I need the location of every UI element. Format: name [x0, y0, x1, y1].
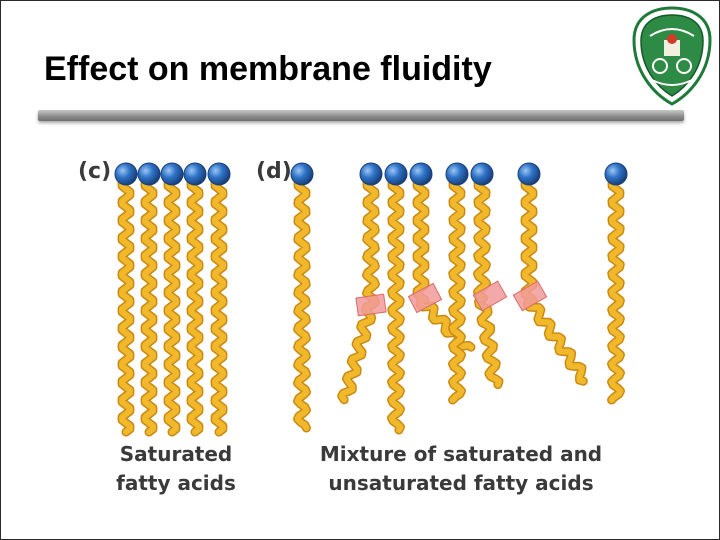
- slide-title: Effect on membrane fluidity: [44, 50, 492, 88]
- polar-head-d4: [409, 162, 433, 186]
- fatty-acid-tail-c2: [142, 177, 156, 435]
- fatty-acid-tail-c4: [188, 177, 202, 435]
- polar-head-c1: [114, 162, 138, 186]
- polar-head-d1: [290, 162, 314, 186]
- double-bond-kink-2: [407, 282, 443, 314]
- university-seal-icon: [632, 6, 712, 106]
- fatty-acid-tail-c1: [119, 177, 133, 435]
- caption-mixture-line1: Mixture of saturated and: [320, 442, 602, 466]
- panel-label-c: (c): [78, 159, 111, 184]
- double-bond-kinks: [355, 280, 548, 317]
- polar-head-d5: [445, 162, 469, 186]
- polar-head-c5: [207, 162, 231, 186]
- caption-mixture-line2: unsaturated fatty acids: [328, 471, 593, 495]
- polar-head-d8: [604, 162, 628, 186]
- fatty-acid-tail-c3: [165, 177, 179, 435]
- fatty-acid-tail-d6: [474, 177, 502, 388]
- double-bond-kink-1: [355, 293, 387, 317]
- polar-head-c4: [183, 162, 207, 186]
- fatty-acid-tail-d4: [414, 177, 474, 351]
- fatty-acid-chains: [117, 175, 625, 437]
- fatty-acid-tail-d3: [388, 177, 404, 433]
- double-bond-kink-4: [512, 280, 548, 312]
- phospholipid-heads: [114, 162, 628, 186]
- polar-head-c3: [160, 162, 184, 186]
- panel-label-d: (d): [256, 159, 292, 184]
- fatty-acid-tail-c5: [212, 177, 226, 435]
- double-bond-kink-3: [472, 280, 508, 312]
- caption-saturated-line2: fatty acids: [116, 471, 236, 495]
- polar-head-d3: [384, 162, 408, 186]
- polar-head-d2: [359, 162, 383, 186]
- polar-head-d6: [470, 162, 494, 186]
- fatty-acid-tail-d5: [449, 177, 465, 403]
- polar-head-c2: [137, 162, 161, 186]
- fatty-acid-tail-d8: [608, 177, 624, 403]
- fatty-acid-tail-d1: [294, 177, 310, 431]
- polar-head-d7: [517, 162, 541, 186]
- caption-saturated-line1: Saturated: [120, 442, 233, 466]
- title-underline-bar: [38, 110, 684, 121]
- fatty-acid-tail-d2: [338, 177, 379, 403]
